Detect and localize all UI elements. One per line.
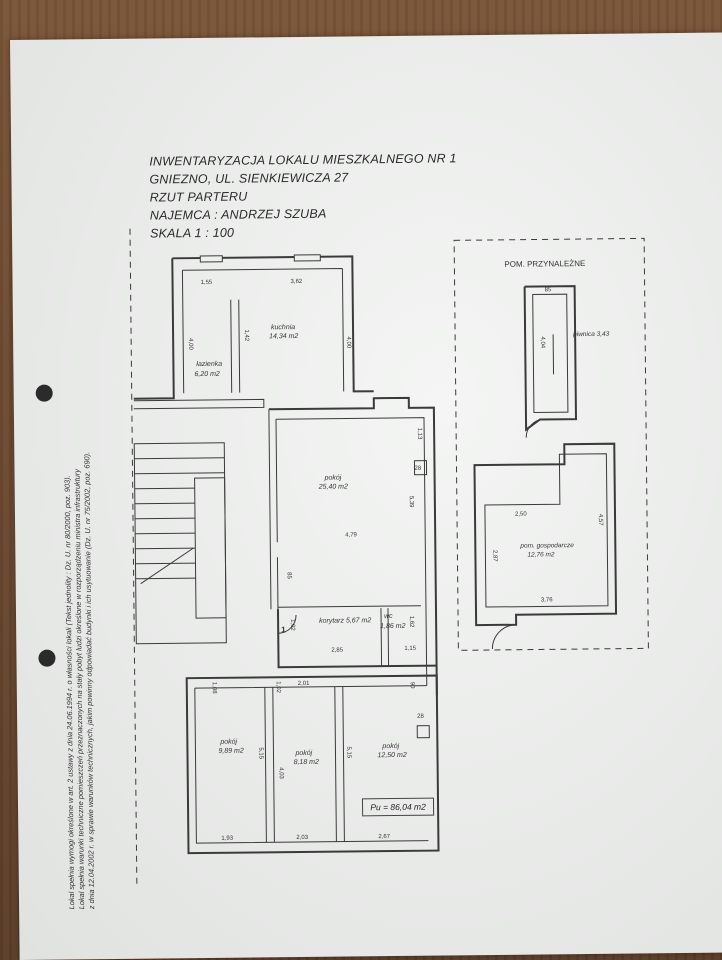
dim-label: 85 — [545, 287, 552, 293]
room-area-living: 25,40 m2 — [318, 483, 348, 490]
dim-label: 1,13 — [416, 428, 422, 440]
wall-top-inner — [181, 268, 345, 394]
dim-label: 2,85 — [331, 648, 343, 654]
dim-label: 3,76 — [541, 597, 553, 603]
wall-bottom-inner — [194, 685, 429, 844]
window-top-right — [293, 254, 321, 262]
door-swing-corridor — [278, 615, 297, 634]
room-area-kitchen: 14,34 m2 — [269, 333, 298, 340]
wall-bath-kitchen — [230, 299, 241, 393]
dimension-labels: 1,55 3,62 4,00 4,00 1,42 1,13 28 5,39 4,… — [187, 279, 603, 842]
cellar-inner — [532, 293, 569, 414]
dim-label: 85 — [286, 572, 292, 579]
wall-left-top — [133, 258, 175, 400]
dim-label: 1,62 — [408, 616, 414, 628]
room-area-corridor: korytarz 5,67 m2 — [319, 617, 371, 625]
dim-label: 5,15 — [345, 746, 351, 758]
cellar-outline — [523, 285, 578, 432]
wall-wc — [380, 608, 390, 667]
dim-label: 4,00 — [187, 338, 193, 350]
storage-inner — [484, 453, 609, 608]
storage-label: pom. gospodarcze — [519, 542, 574, 550]
dim-label: 28 — [414, 466, 421, 472]
room-area-bathroom: 6,20 m2 — [194, 371, 219, 378]
dim-label: 90 — [409, 682, 415, 689]
room-label-living: pokój — [324, 475, 342, 482]
dim-label: 2,01 — [298, 681, 310, 687]
room-area-bedroom-3: 12,50 m2 — [377, 752, 406, 759]
room-label-wc: wc — [384, 613, 393, 620]
room-label-bedroom-3: pokój — [381, 743, 399, 750]
dim-label: 1,55 — [201, 280, 213, 286]
cellar-label: piwnica 3,43 — [572, 331, 610, 338]
dim-label: 4,57 — [597, 514, 603, 526]
window-top-left — [199, 255, 223, 263]
dim-label: 4,04 — [539, 336, 545, 348]
dashed-border-left — [129, 228, 138, 889]
wall-corridor — [276, 609, 437, 669]
floor-plan-drawing: kuchnia 14,34 m2 łazienka 6,20 m2 pokój … — [129, 228, 649, 889]
room-label-kitchen: kuchnia — [271, 324, 295, 331]
chimney — [413, 460, 428, 476]
dim-label: 4,79 — [345, 532, 357, 538]
dim-label: 5,39 — [408, 496, 414, 508]
dim-label: 1,02 — [289, 619, 295, 631]
wall-top-outer — [172, 255, 374, 393]
room-label-bedroom-2: pokój — [294, 750, 312, 757]
wall-room-left — [275, 419, 279, 613]
room-label-bedroom-1: pokój — [219, 739, 237, 746]
storage-area: 12,76 m2 — [527, 551, 555, 558]
wall-bottom-outer — [185, 674, 440, 855]
dim-label: 1 — [281, 625, 286, 634]
storage-door — [491, 624, 517, 649]
dim-label: 2,50 — [515, 512, 527, 518]
wall-middle-outer — [268, 396, 438, 696]
dim-label: 4,03 — [278, 767, 284, 779]
annex-frame — [453, 237, 649, 651]
wall-room-bottom — [277, 605, 421, 608]
dim-label: 28 — [417, 714, 424, 720]
dim-label: 1,08 — [211, 682, 217, 694]
dim-label: 1,42 — [243, 330, 249, 342]
wall-room2-room3 — [264, 687, 275, 843]
storage-outline — [473, 442, 618, 627]
total-area-box: Pu = 86,04 m2 — [361, 797, 435, 817]
dim-label: 2,67 — [378, 834, 390, 840]
annex-title: POM. PRZYNALEŻNE — [504, 259, 585, 269]
wall-corridor-top — [133, 398, 265, 410]
dim-label: 2,87 — [491, 550, 497, 562]
cellar-door — [525, 418, 545, 438]
room-area-bedroom-1: 9,89 m2 — [218, 748, 243, 755]
dim-label: 3,62 — [291, 279, 303, 285]
wall-room3-room4 — [334, 686, 345, 842]
chimney-bottom — [416, 725, 430, 739]
dim-label: 1,02 — [275, 681, 281, 693]
floor-plan-sheet: INWENTARYZACJA LOKALU MIESZKALNEGO NR 1 … — [10, 32, 722, 960]
room-area-bedroom-2: 8,18 m2 — [294, 759, 319, 766]
dim-label: 4,00 — [345, 336, 351, 348]
dim-label: 1,15 — [404, 646, 416, 652]
dim-label: 5,15 — [257, 747, 263, 759]
room-label-bathroom: łazienka — [196, 361, 222, 368]
dim-label: 1,93 — [221, 836, 233, 842]
room-area-wc: 1,86 m2 — [380, 623, 405, 630]
wall-middle-inner — [268, 409, 428, 686]
dim-label: 2,03 — [296, 835, 308, 841]
stairs-treads — [134, 457, 227, 619]
